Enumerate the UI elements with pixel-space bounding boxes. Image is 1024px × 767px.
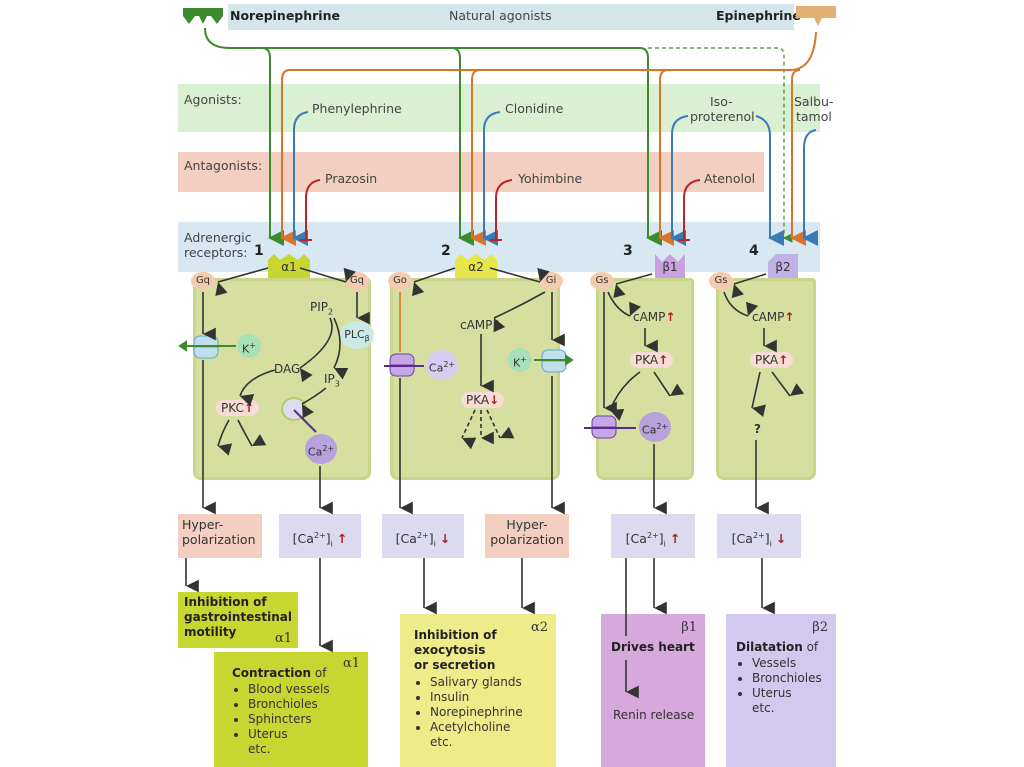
potassium-ion-alpha2: K+ <box>508 348 532 372</box>
receptor-number-4: 4 <box>749 243 759 259</box>
alpha2-receptor-label: α2 <box>468 260 484 274</box>
antagonist-prazosin: Prazosin <box>325 171 378 186</box>
list-item: Acetylcholine <box>430 720 542 735</box>
contraction-list: Blood vessels Bronchioles Sphincters Ute… <box>232 682 350 742</box>
epinephrine-label: Epinephrine <box>716 8 801 23</box>
potassium-ion-alpha1: K+ <box>237 334 261 358</box>
exocytosis-list: Salivary glands Insulin Norepinephrine A… <box>414 675 542 735</box>
receptor-number-1: 1 <box>254 243 264 259</box>
ip3-node: IP3 <box>324 372 340 389</box>
receptors-row-label-1: Adrenergic <box>184 230 252 245</box>
potassium-channel-alpha1-icon <box>192 334 220 364</box>
antagonists-row-label: Antagonists: <box>184 158 263 173</box>
calcium-up-beta1: [Ca2+]i ↑ <box>611 514 695 558</box>
dag-node: DAG <box>274 362 301 376</box>
agonist-salbutamol-1: Salbu- <box>794 94 834 109</box>
pka-node-beta2: PKA↑ <box>750 352 794 368</box>
antagonists-band <box>178 152 764 192</box>
agonist-clonidine: Clonidine <box>505 101 564 116</box>
unknown-mechanism-beta2: ? <box>754 422 761 436</box>
list-item: Sphincters <box>248 712 350 727</box>
agonist-salbutamol-2: tamol <box>796 109 832 124</box>
list-item: Vessels <box>752 656 826 671</box>
antagonist-yohimbine: Yohimbine <box>518 171 583 186</box>
list-item: Uterus <box>752 686 826 701</box>
calcium-ion-beta1: Ca2+ <box>639 412 671 442</box>
antagonist-atenolol: Atenolol <box>704 171 756 186</box>
list-item: Bronchioles <box>752 671 826 686</box>
outcome-exocytosis: Inhibition of exocytosis or secretion Sa… <box>400 614 556 767</box>
list-item: Blood vessels <box>248 682 350 697</box>
agonists-row-label: Agonists: <box>184 92 242 107</box>
cell-alpha1 <box>193 278 371 480</box>
norepinephrine-icon <box>183 8 223 32</box>
alpha1-receptor-icon <box>268 254 310 282</box>
list-item: Uterus <box>248 727 350 742</box>
list-item: Salivary glands <box>430 675 542 690</box>
calcium-channel-beta1-icon <box>590 414 618 444</box>
beta1-receptor-label: β1 <box>662 260 678 274</box>
epinephrine-paths <box>280 31 817 246</box>
list-item: Norepinephrine <box>430 705 542 720</box>
g-protein-beta1: Gs <box>590 272 614 290</box>
outcome-contraction: Contraction of Blood vessels Bronchioles… <box>214 652 368 767</box>
calcium-up-alpha1: [Ca2+]i ↑ <box>279 514 361 558</box>
g-protein-alpha2-right: Gi <box>539 272 563 290</box>
outcome-gi-motility: Inhibition of gastrointestinal motility … <box>178 592 298 648</box>
cell-beta1 <box>596 278 694 480</box>
list-item: Bronchioles <box>248 697 350 712</box>
header-title: Natural agonists <box>449 8 552 23</box>
agonist-phenylephrine: Phenylephrine <box>312 101 402 116</box>
outcome-heart: Drives heart Renin release β1 <box>601 614 705 767</box>
hyperpolarization-alpha2: Hyper- polarization <box>485 514 569 558</box>
dilatation-list: Vessels Bronchioles Uterus <box>736 656 826 701</box>
calcium-ion-alpha1: Ca2+ <box>305 434 337 464</box>
pip2-node: PIP2 <box>310 300 334 317</box>
outcome-dilatation: Dilatation of Vessels Bronchioles Uterus… <box>726 614 836 767</box>
potassium-channel-alpha2-icon <box>540 348 568 378</box>
calcium-channel-alpha2-icon <box>388 352 416 382</box>
pka-node-alpha2: PKA↓ <box>461 392 505 408</box>
beta2-receptor-icon <box>768 254 798 282</box>
camp-node-alpha2: cAMP↓ <box>460 318 503 332</box>
list-item: Insulin <box>430 690 542 705</box>
agonist-isoproterenol-1: Iso- <box>710 94 733 109</box>
norepinephrine-paths <box>204 27 793 246</box>
header-band <box>228 4 794 30</box>
plc-beta-node: PLCβ <box>340 321 374 349</box>
hyperpolarization-alpha1: Hyper- polarization <box>178 514 262 558</box>
receptor-number-3: 3 <box>623 243 633 259</box>
beta2-receptor-label: β2 <box>775 260 791 274</box>
g-protein-alpha1-left: Gq <box>191 272 215 290</box>
alpha1-receptor-label: α1 <box>281 260 297 274</box>
camp-node-beta2: cAMP↑ <box>752 310 795 324</box>
g-protein-alpha1-right: Gq <box>345 272 369 290</box>
g-protein-beta2: Gs <box>709 272 733 290</box>
calcium-down-alpha2: [Ca2+]i ↓ <box>382 514 464 558</box>
alpha2-receptor-icon <box>455 254 497 282</box>
er-store-alpha1 <box>281 397 307 421</box>
receptors-row-label-2: receptors: <box>184 245 248 260</box>
pka-node-beta1: PKA↑ <box>630 352 674 368</box>
norepinephrine-label: Norepinephrine <box>230 8 340 23</box>
camp-node-beta1: cAMP↑ <box>633 310 676 324</box>
receptor-number-2: 2 <box>441 243 451 259</box>
epinephrine-icon <box>796 6 836 34</box>
calcium-ion-alpha2: Ca2+ <box>426 350 458 380</box>
beta1-receptor-icon <box>655 254 685 282</box>
calcium-down-beta2: [Ca2+]i ↓ <box>717 514 801 558</box>
cell-beta2 <box>716 278 816 480</box>
agonist-isoproterenol-2: proterenol <box>690 109 755 124</box>
pkc-node: PKC↑ <box>216 400 259 416</box>
g-protein-alpha2-left: Go <box>388 272 412 290</box>
